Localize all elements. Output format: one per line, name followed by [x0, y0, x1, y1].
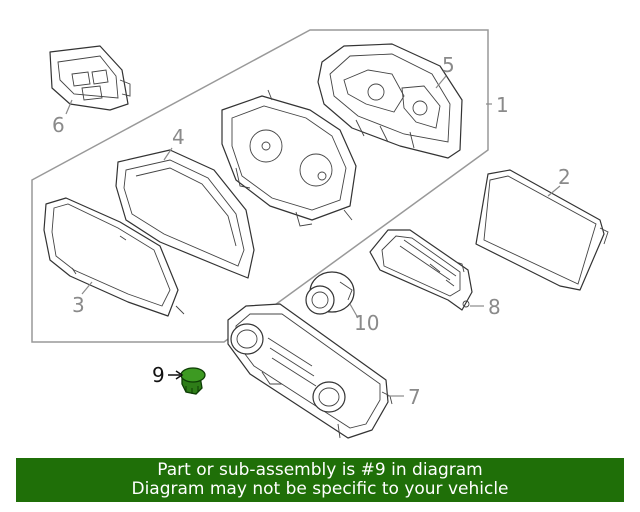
callout-7: 7	[408, 385, 421, 409]
info-banner: Part or sub-assembly is #9 in diagram Di…	[16, 458, 624, 502]
callout-6: 6	[52, 113, 65, 137]
callout-9: 9	[152, 363, 165, 387]
part-6-switch-panel[interactable]	[49, 45, 131, 111]
part-8-switch-module[interactable]	[369, 229, 473, 311]
part-7-climate-panel[interactable]	[227, 303, 393, 439]
part-3-front-lens[interactable]	[43, 197, 185, 317]
callout-10: 10	[354, 311, 379, 335]
part-4-cluster-frame[interactable]	[115, 149, 255, 279]
callout-1: 1	[496, 93, 509, 117]
callout-2: 2	[558, 165, 571, 189]
callout-5: 5	[442, 53, 455, 77]
assembly-boundary	[31, 29, 489, 343]
cluster-mid-housing[interactable]	[221, 89, 357, 227]
part-9-clip[interactable]	[180, 367, 206, 395]
callout-3: 3	[72, 293, 85, 317]
part-2-display[interactable]	[475, 169, 609, 291]
callout-4: 4	[172, 125, 185, 149]
callout-8: 8	[488, 295, 501, 319]
leader-lines	[65, 75, 561, 397]
part-5-rear-housing[interactable]	[317, 43, 463, 159]
banner-line-1: Part or sub-assembly is #9 in diagram	[157, 460, 483, 480]
banner-line-2: Diagram may not be specific to your vehi…	[131, 479, 509, 499]
parts-diagram: 1 2 3 4 5 6 7 8 9 10	[31, 29, 609, 439]
part-10-knob[interactable]	[305, 271, 355, 315]
